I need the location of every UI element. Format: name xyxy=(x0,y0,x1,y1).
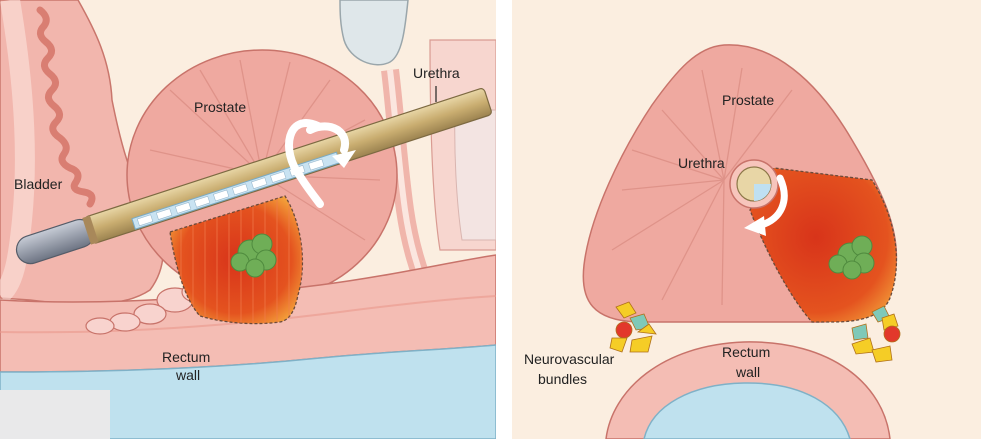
label-bundles: bundles xyxy=(538,371,587,387)
label-rectum-wall: wall xyxy=(735,364,760,380)
sagittal-view-panel: Urethra Prostate Bladder Rectum wall xyxy=(0,0,496,439)
label-prostate: Prostate xyxy=(194,99,246,115)
axial-view-panel: Prostate Urethra Neurovascular bundles R… xyxy=(512,0,981,439)
pubic-bone xyxy=(455,110,496,240)
label-urethra: Urethra xyxy=(413,65,460,81)
label-rectum-wall: wall xyxy=(175,367,200,383)
label-prostate: Prostate xyxy=(722,92,774,108)
label-rectum: Rectum xyxy=(162,349,210,365)
axial-illustration: Prostate Urethra Neurovascular bundles R… xyxy=(512,0,981,439)
lumen-shadow xyxy=(0,390,110,439)
label-urethra: Urethra xyxy=(678,155,725,171)
label-neurovascular: Neurovascular xyxy=(524,351,615,367)
sagittal-illustration: Urethra Prostate Bladder Rectum wall xyxy=(0,0,496,439)
urethra-probe xyxy=(730,160,778,208)
label-rectum: Rectum xyxy=(722,344,770,360)
label-bladder: Bladder xyxy=(14,176,63,192)
